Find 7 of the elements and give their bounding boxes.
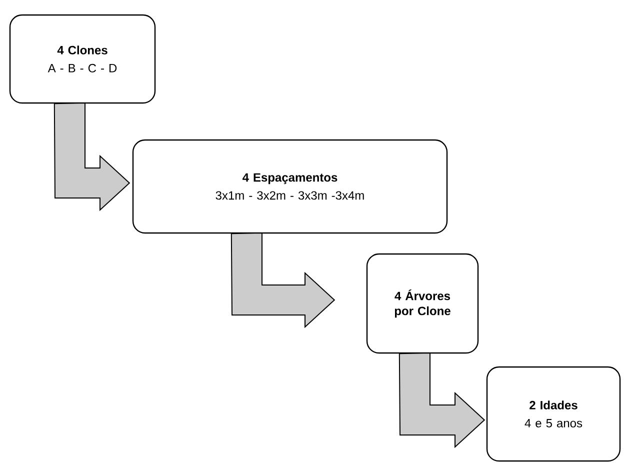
process-box: 4 Espaçamentos 3x1m - 3x2m - 3x3m -3x4m — [132, 139, 448, 234]
process-box: 2 Idades 4 e 5 anos — [486, 366, 621, 462]
block-arrow — [54, 102, 130, 212]
process-box: 4 Clones A - B - C - D — [9, 14, 156, 104]
block-arrow — [230, 232, 336, 328]
block-arrow — [398, 352, 486, 448]
process-box: 4 Árvores por Clone — [366, 253, 479, 354]
